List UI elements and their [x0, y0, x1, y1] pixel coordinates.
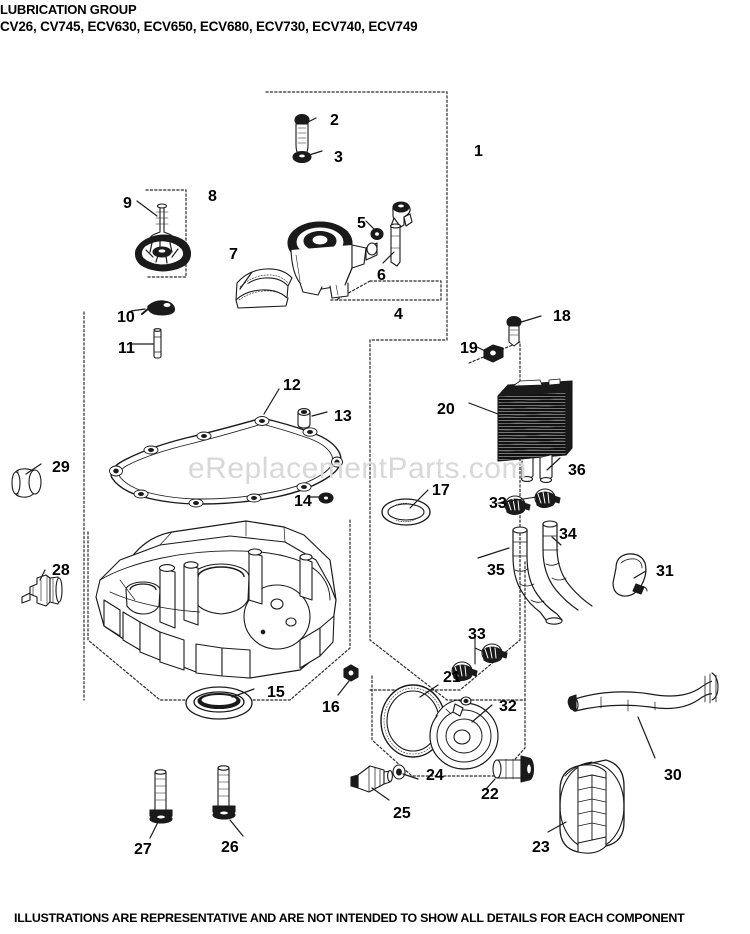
- callout-oil-cooler-hose[interactable]: 34: [559, 526, 577, 543]
- part-14-pin: [309, 492, 334, 504]
- part-6-pickup-tube: [382, 201, 413, 267]
- part-8-rotor-set: [134, 234, 192, 272]
- callout-oil-cooler-hose-long[interactable]: 30: [664, 767, 682, 784]
- callout-oil-cooler-hose[interactable]: 35: [487, 562, 505, 579]
- callout-pin[interactable]: 14: [294, 493, 312, 510]
- group-boundary-8: [145, 189, 187, 278]
- part-33-hose-clamps-lower: [451, 637, 508, 682]
- part-29-pipe-plug: [11, 463, 42, 498]
- part-4-oil-pump-body: [287, 221, 378, 299]
- callout-o-ring-small[interactable]: 5: [357, 215, 366, 232]
- footer-disclaimer: ILLUSTRATIONS ARE REPRESENTATIVE AND ARE…: [14, 911, 685, 925]
- callout-crankshaft-oil-seal[interactable]: 15: [267, 684, 285, 701]
- callout-oil-cooler-group-boundary[interactable]: 20: [437, 401, 455, 418]
- callout-washer[interactable]: 24: [426, 767, 444, 784]
- part-25-oil-pressure-switch: [350, 765, 393, 801]
- part-12-closure-plate-gasket: [109, 388, 343, 508]
- callout-oil-filter-adapter[interactable]: 32: [499, 698, 517, 715]
- callout-rotor-retaining-screw[interactable]: 9: [123, 195, 132, 212]
- part-10-drive-key: [130, 300, 176, 316]
- part-34-35-cooler-hoses: [477, 520, 593, 625]
- callout-oil-filter[interactable]: 23: [532, 839, 550, 856]
- group-boundary-20: [369, 341, 521, 691]
- callout-oil-pump-group-boundary[interactable]: 1: [474, 143, 483, 160]
- part-30-oil-cooler-hose: [567, 672, 719, 759]
- part-3-washer: [292, 150, 323, 164]
- part-24-washer: [392, 764, 419, 780]
- callout-pickup-tube[interactable]: 6: [377, 267, 386, 284]
- part-32-oil-filter-adapter: [429, 696, 499, 770]
- model-list: CV26, CV745, ECV630, ECV650, ECV680, ECV…: [0, 19, 418, 34]
- part-18-cooler-screw: [506, 315, 542, 347]
- group-boundary-21: [371, 675, 526, 777]
- callout-sleeve-bushing[interactable]: 13: [334, 408, 352, 425]
- callout-cooler-mount-screw[interactable]: 18: [553, 308, 571, 325]
- page-title: LUBRICATION GROUP: [0, 2, 137, 17]
- part-20-oil-cooler: [468, 378, 573, 483]
- part-16-hex-nut: [337, 664, 359, 696]
- part-27-flange-screw: [149, 769, 173, 839]
- callout-rotor-kit-boundary[interactable]: 8: [208, 188, 217, 205]
- callout-closure-plate-gasket[interactable]: 12: [283, 377, 301, 394]
- callout-pipe-plug[interactable]: 29: [52, 459, 70, 476]
- part-11-dowel-pin: [131, 328, 162, 359]
- callout-hex-flange-screw-long[interactable]: 27: [134, 841, 152, 858]
- part-13-sleeve-bushing: [297, 408, 328, 429]
- callout-cooler-mount-nut[interactable]: 19: [460, 340, 478, 357]
- group-boundary-1: [265, 91, 526, 701]
- part-31-hose-clamp: [612, 553, 648, 597]
- crankcase-housing: [95, 520, 337, 679]
- callout-oil-drain-valve[interactable]: 28: [52, 562, 70, 579]
- part-23-oil-filter: [547, 759, 625, 854]
- callout-hose-clamps[interactable]: 33: [468, 626, 486, 643]
- part-19-cooler-nut: [476, 344, 504, 363]
- callout-o-ring[interactable]: 17: [432, 482, 450, 499]
- callout-flat-washer[interactable]: 3: [334, 149, 343, 166]
- part-28-oil-drain-valve: [21, 569, 63, 607]
- callout-hex-flange-screw-long[interactable]: 26: [221, 839, 239, 856]
- callout-oil-filter-adapter-gasket[interactable]: 21: [443, 669, 461, 686]
- part-17-o-ring: [381, 489, 431, 526]
- callout-hex-nut[interactable]: 16: [322, 699, 340, 716]
- callout-oil-pressure-switch[interactable]: 25: [393, 805, 411, 822]
- part-33-hose-clamps-upper: [497, 488, 561, 516]
- callout-oil-pump-screen[interactable]: 7: [229, 246, 238, 263]
- part-5-o-ring: [365, 220, 384, 241]
- callout-hose-clamp[interactable]: 31: [656, 563, 674, 580]
- callout-dowel-pin[interactable]: 11: [118, 340, 135, 357]
- part-22-filter-nipple: [486, 755, 535, 789]
- callout-oil-pump-drive-key[interactable]: 10: [117, 309, 135, 326]
- callout-filter-nipple[interactable]: 22: [481, 786, 499, 803]
- callout-hose-clamps[interactable]: 33: [489, 495, 507, 512]
- callout-hex-flange-screw[interactable]: 2: [330, 112, 339, 129]
- callout-cooler-fitting[interactable]: 36: [568, 462, 586, 479]
- part-15-crankshaft-oil-seal: [185, 686, 255, 720]
- part-7-oil-pump-screen: [235, 268, 293, 309]
- part-26-flange-screw: [212, 765, 244, 837]
- callout-oil-pump-assembly-boundary[interactable]: 4: [394, 306, 403, 323]
